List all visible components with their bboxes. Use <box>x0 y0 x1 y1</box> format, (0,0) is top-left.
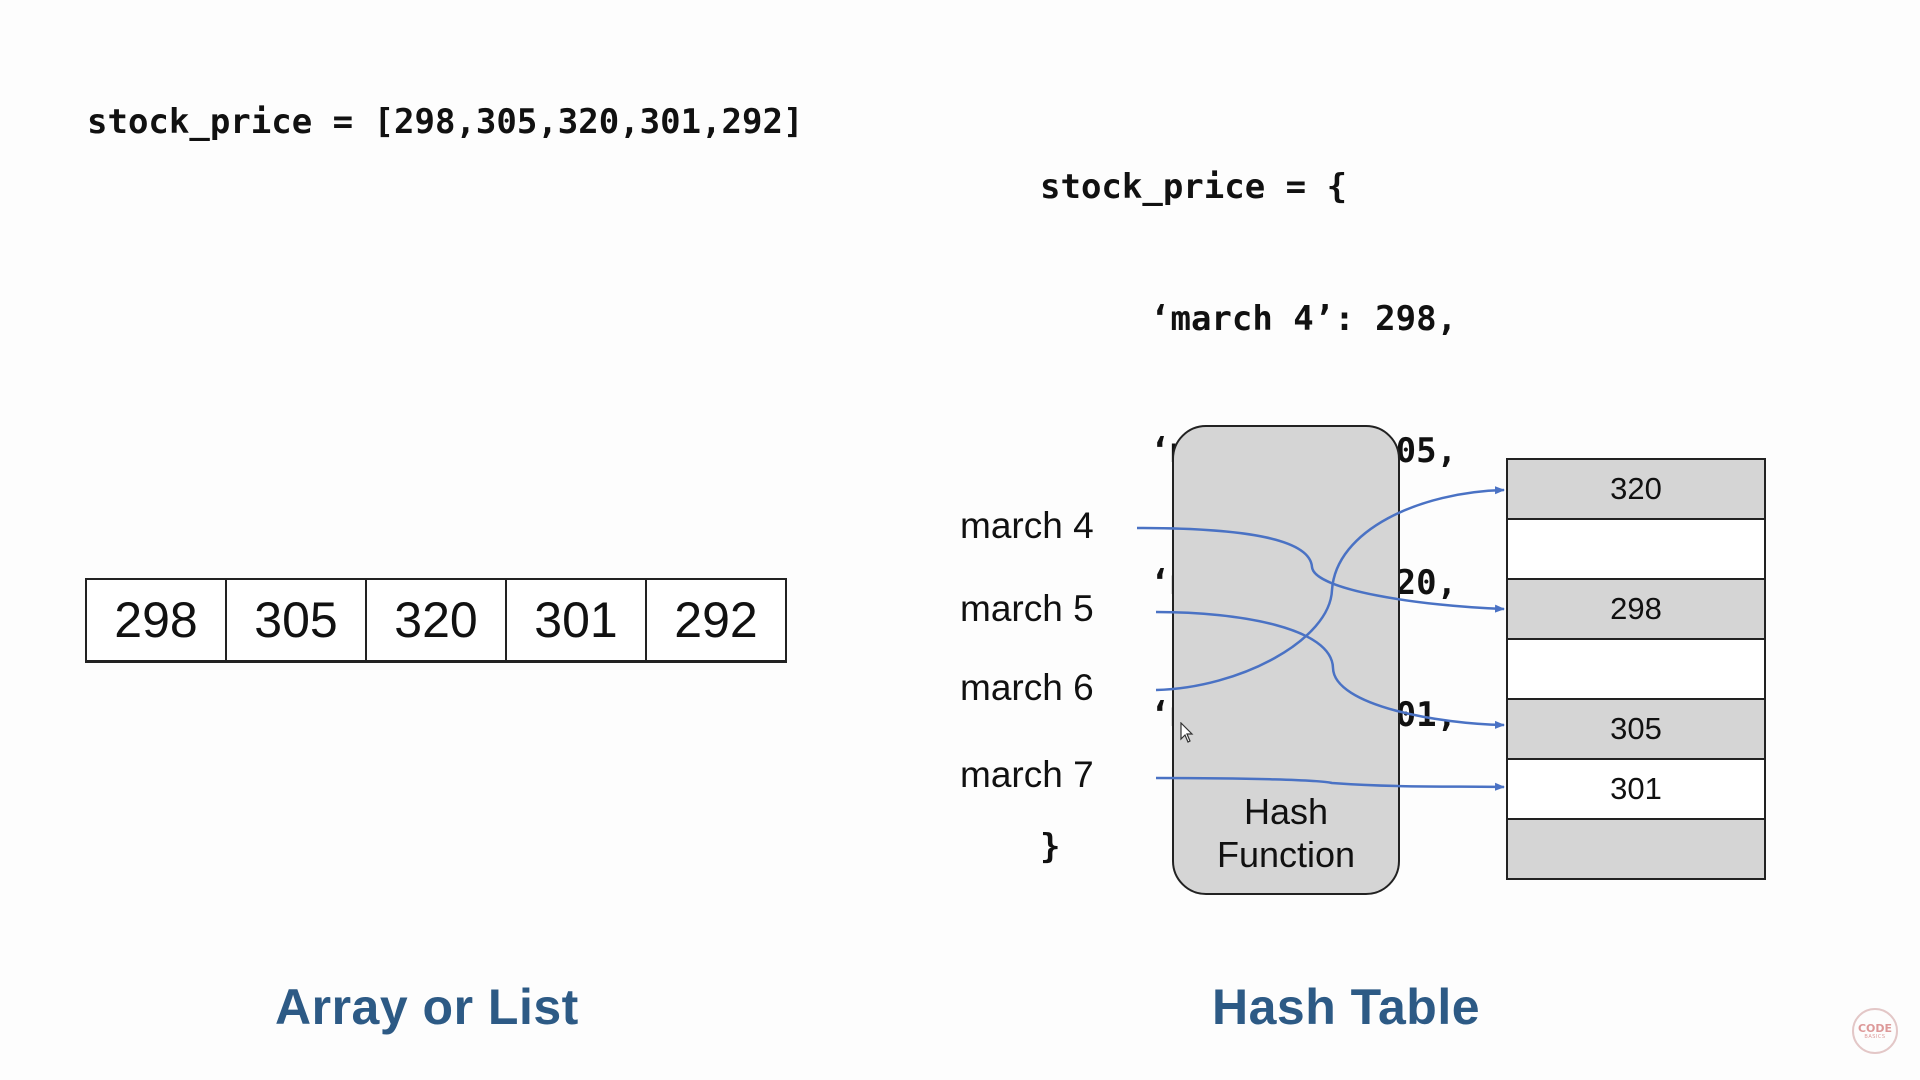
hash-function-box <box>1172 425 1400 895</box>
arrow-march-4 <box>1136 526 1505 613</box>
caption-array-or-list: Array or List <box>275 979 579 1035</box>
dict-entry: ‘march 4’: 298, <box>1150 299 1458 339</box>
bucket-3 <box>1508 640 1764 700</box>
bucket-1 <box>1508 520 1764 580</box>
arrow-march-6 <box>1155 486 1505 692</box>
bucket-0: 320 <box>1508 460 1764 520</box>
key-label-march-4: march 4 <box>960 505 1094 546</box>
array-cell: 301 <box>507 580 647 660</box>
caption-hash-table: Hash Table <box>1212 979 1481 1035</box>
bucket-6 <box>1508 820 1764 878</box>
arrow-march-7 <box>1155 776 1505 791</box>
codebasics-logo: CODE BASICS <box>1852 1008 1898 1054</box>
mouse-cursor-icon <box>1180 722 1194 743</box>
dict-close: } <box>1040 827 1061 867</box>
array-cell: 298 <box>87 580 227 660</box>
bucket-5: 301 <box>1508 760 1764 820</box>
array-cell: 292 <box>674 592 758 648</box>
array-diagram: 298 305 320 301 292 <box>85 578 787 663</box>
hash-function-label: Hash Function <box>1216 791 1356 875</box>
key-label-march-6: march 6 <box>960 667 1094 708</box>
bucket-2: 298 <box>1508 580 1764 640</box>
list-code: stock_price = [298,305,320,301,292] <box>87 102 804 142</box>
bucket-4: 305 <box>1508 700 1764 760</box>
key-label-march-5: march 5 <box>960 588 1094 629</box>
array-cell: 305 <box>227 580 367 660</box>
key-label-march-7: march 7 <box>960 754 1094 795</box>
arrow-march-5 <box>1155 610 1505 729</box>
dict-open: stock_price = { <box>1040 167 1348 207</box>
array-cell: 320 <box>367 580 507 660</box>
